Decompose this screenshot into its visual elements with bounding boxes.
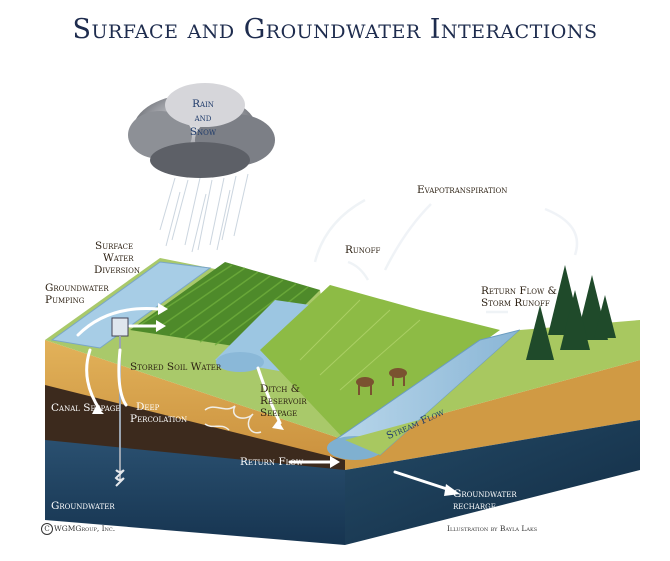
copyright-icon: C <box>41 523 53 535</box>
grass-slope <box>260 285 500 440</box>
topsoil-right <box>345 360 640 470</box>
deer <box>356 368 407 395</box>
label-ditch-reservoir-seepage-1: Ditch & <box>260 383 300 395</box>
label-return-flow-storm-runoff-1: Return Flow & <box>481 285 557 297</box>
illustration-credit: Illustration by Bayla Laks <box>447 524 538 533</box>
label-and: and <box>194 112 212 124</box>
pine-trees <box>526 265 616 360</box>
label-groundwater-pumping-1: Groundwater <box>45 282 109 294</box>
label-ditch-reservoir-seepage-3: Seepage <box>260 407 298 419</box>
label-groundwater-recharge-1: Groundwater <box>453 488 517 500</box>
label-canal-seepage: Canal Seepage <box>51 402 121 414</box>
label-evapotranspiration: Evapotranspiration <box>417 184 508 196</box>
label-groundwater-pumping-2: Pumping <box>45 294 85 306</box>
label-surface-water-diversion-3: Diversion <box>94 264 141 276</box>
label-groundwater-recharge-2: recharge <box>453 500 496 512</box>
label-snow: Snow <box>189 126 217 138</box>
label-groundwater: Groundwater <box>51 500 115 512</box>
label-stored-soil-water: Stored Soil Water <box>130 361 222 373</box>
label-return-flow: Return Flow <box>240 456 304 468</box>
label-return-flow-storm-runoff-2: Storm Runoff <box>481 297 550 309</box>
page-title: Surface and Groundwater Interactions <box>72 14 598 45</box>
canal-water <box>50 261 212 349</box>
rain-cloud <box>128 83 275 178</box>
right-bank <box>345 320 640 455</box>
copyright-text: WGMGroup, Inc. <box>54 524 116 533</box>
air-arrows <box>313 198 579 314</box>
groundwater-right <box>345 420 640 545</box>
label-surface-water-diversion-2: Water <box>103 252 134 264</box>
label-deep-percolation-1: Deep <box>136 401 160 413</box>
label-rain: Rain <box>192 98 214 110</box>
label-deep-percolation-2: Percolation <box>130 413 188 425</box>
label-surface-water-diversion-1: Surface <box>95 240 134 252</box>
flow-arrows <box>76 307 452 492</box>
well-pump <box>111 317 129 487</box>
label-runoff: Runoff <box>345 244 381 256</box>
rain-streaks <box>159 173 249 253</box>
label-ditch-reservoir-seepage-2: Reservoir <box>260 395 307 407</box>
percolation-roots <box>204 405 262 434</box>
